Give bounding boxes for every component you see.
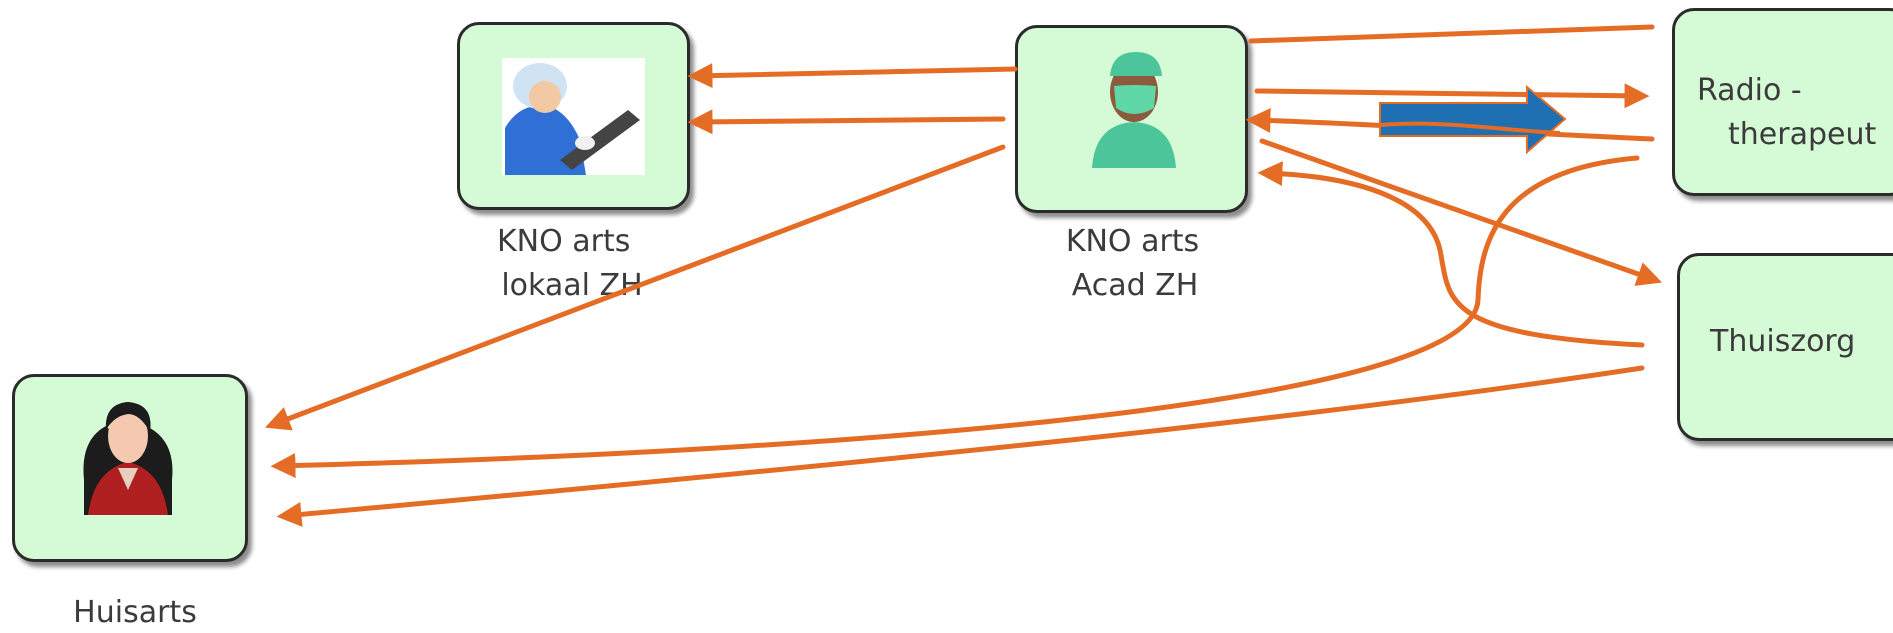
caption-kno-lokaal-line2: lokaal ZH — [501, 268, 643, 303]
line-radio-to-acad-top — [1248, 24, 1655, 44]
nurse-icon — [502, 58, 645, 175]
node-radiotherapeut — [1672, 8, 1893, 196]
doctor-woman-icon — [83, 402, 173, 515]
label-thuiszorg: Thuiszorg — [1710, 324, 1856, 359]
arrow-acad-to-thuiszorg — [1259, 138, 1663, 286]
arrow-acad-to-huisarts — [264, 144, 1006, 431]
caption-huisarts: Huisarts — [73, 595, 197, 630]
label-radiotherapeut-line2: therapeut — [1728, 117, 1877, 152]
caption-kno-acad-line1: KNO arts — [1065, 224, 1200, 259]
arrow-radio-to-huisarts — [270, 155, 1640, 479]
caption-kno-acad-line2: Acad ZH — [1071, 268, 1199, 303]
arrow-over-block — [1379, 121, 1561, 135]
arrow-thuiszorg-to-huisarts — [276, 365, 1645, 527]
node-thuiszorg — [1677, 253, 1893, 441]
surgeon-icon — [1092, 52, 1176, 168]
arrow-acad-to-radio — [1254, 83, 1650, 109]
arrow-acad-to-lokaal-1 — [687, 63, 1018, 89]
caption-kno-lokaal-line1: KNO arts — [497, 224, 631, 259]
label-radiotherapeut-line1: Radio - — [1697, 73, 1802, 108]
arrow-thuiszorg-to-acad — [1257, 161, 1645, 348]
arrow-acad-to-lokaal-2 — [687, 109, 1006, 135]
block-arrow — [1379, 84, 1567, 155]
